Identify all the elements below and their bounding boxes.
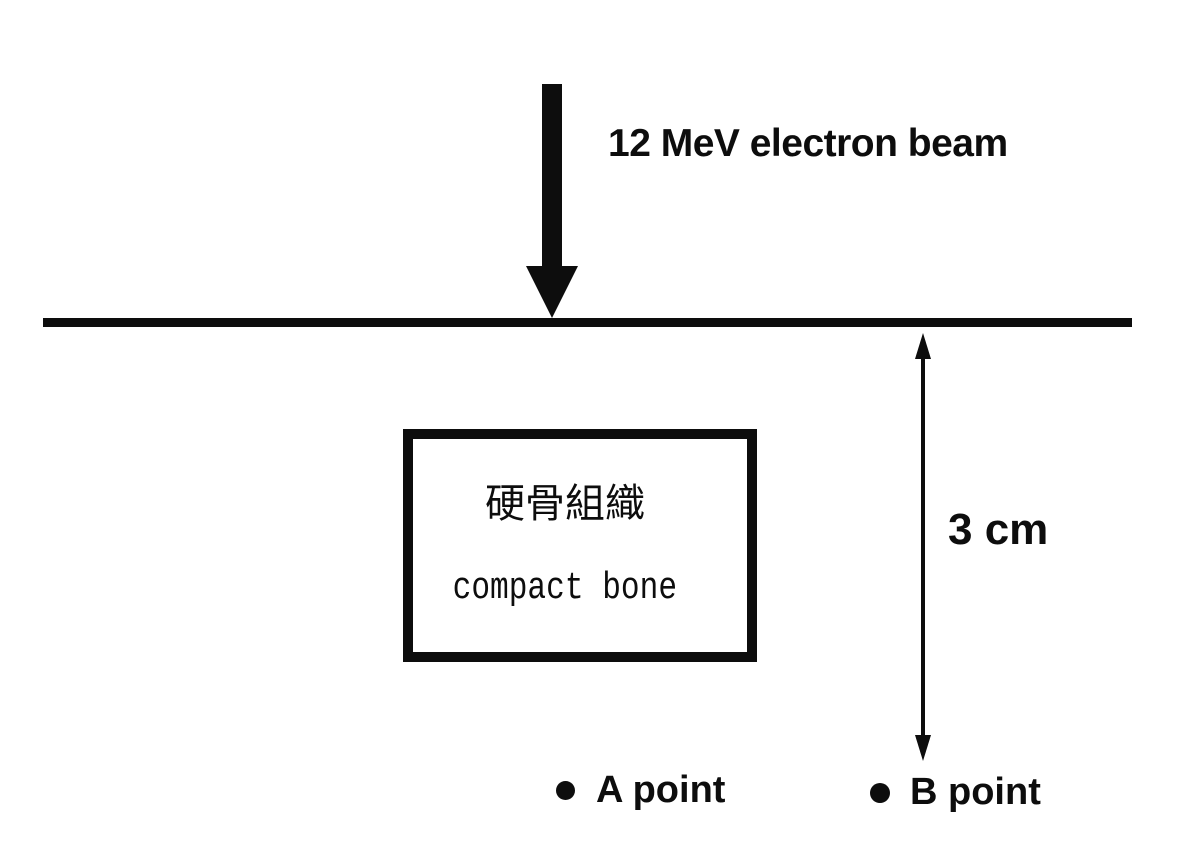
bone-label-chinese: 硬骨組織	[485, 480, 645, 527]
dimension-arrow-icon	[915, 333, 931, 761]
point-b-dot-icon	[870, 782, 890, 803]
electron-beam-arrow-icon	[526, 266, 578, 318]
point-b-label: B point	[910, 771, 1041, 813]
compact-bone-box: 硬骨組織 compact bone	[403, 429, 757, 662]
point-a: A point	[556, 768, 725, 814]
beam-label: 12 MeV electron beam	[608, 122, 1008, 165]
dimension-label: 3 cm	[948, 505, 1049, 554]
point-a-dot-icon	[556, 781, 575, 801]
bone-label-english: compact bone	[452, 566, 678, 610]
point-a-label: A point	[596, 769, 726, 811]
surface-line	[43, 318, 1132, 327]
point-b: B point	[870, 770, 1041, 816]
electron-beam-arrow-shaft	[542, 84, 562, 268]
